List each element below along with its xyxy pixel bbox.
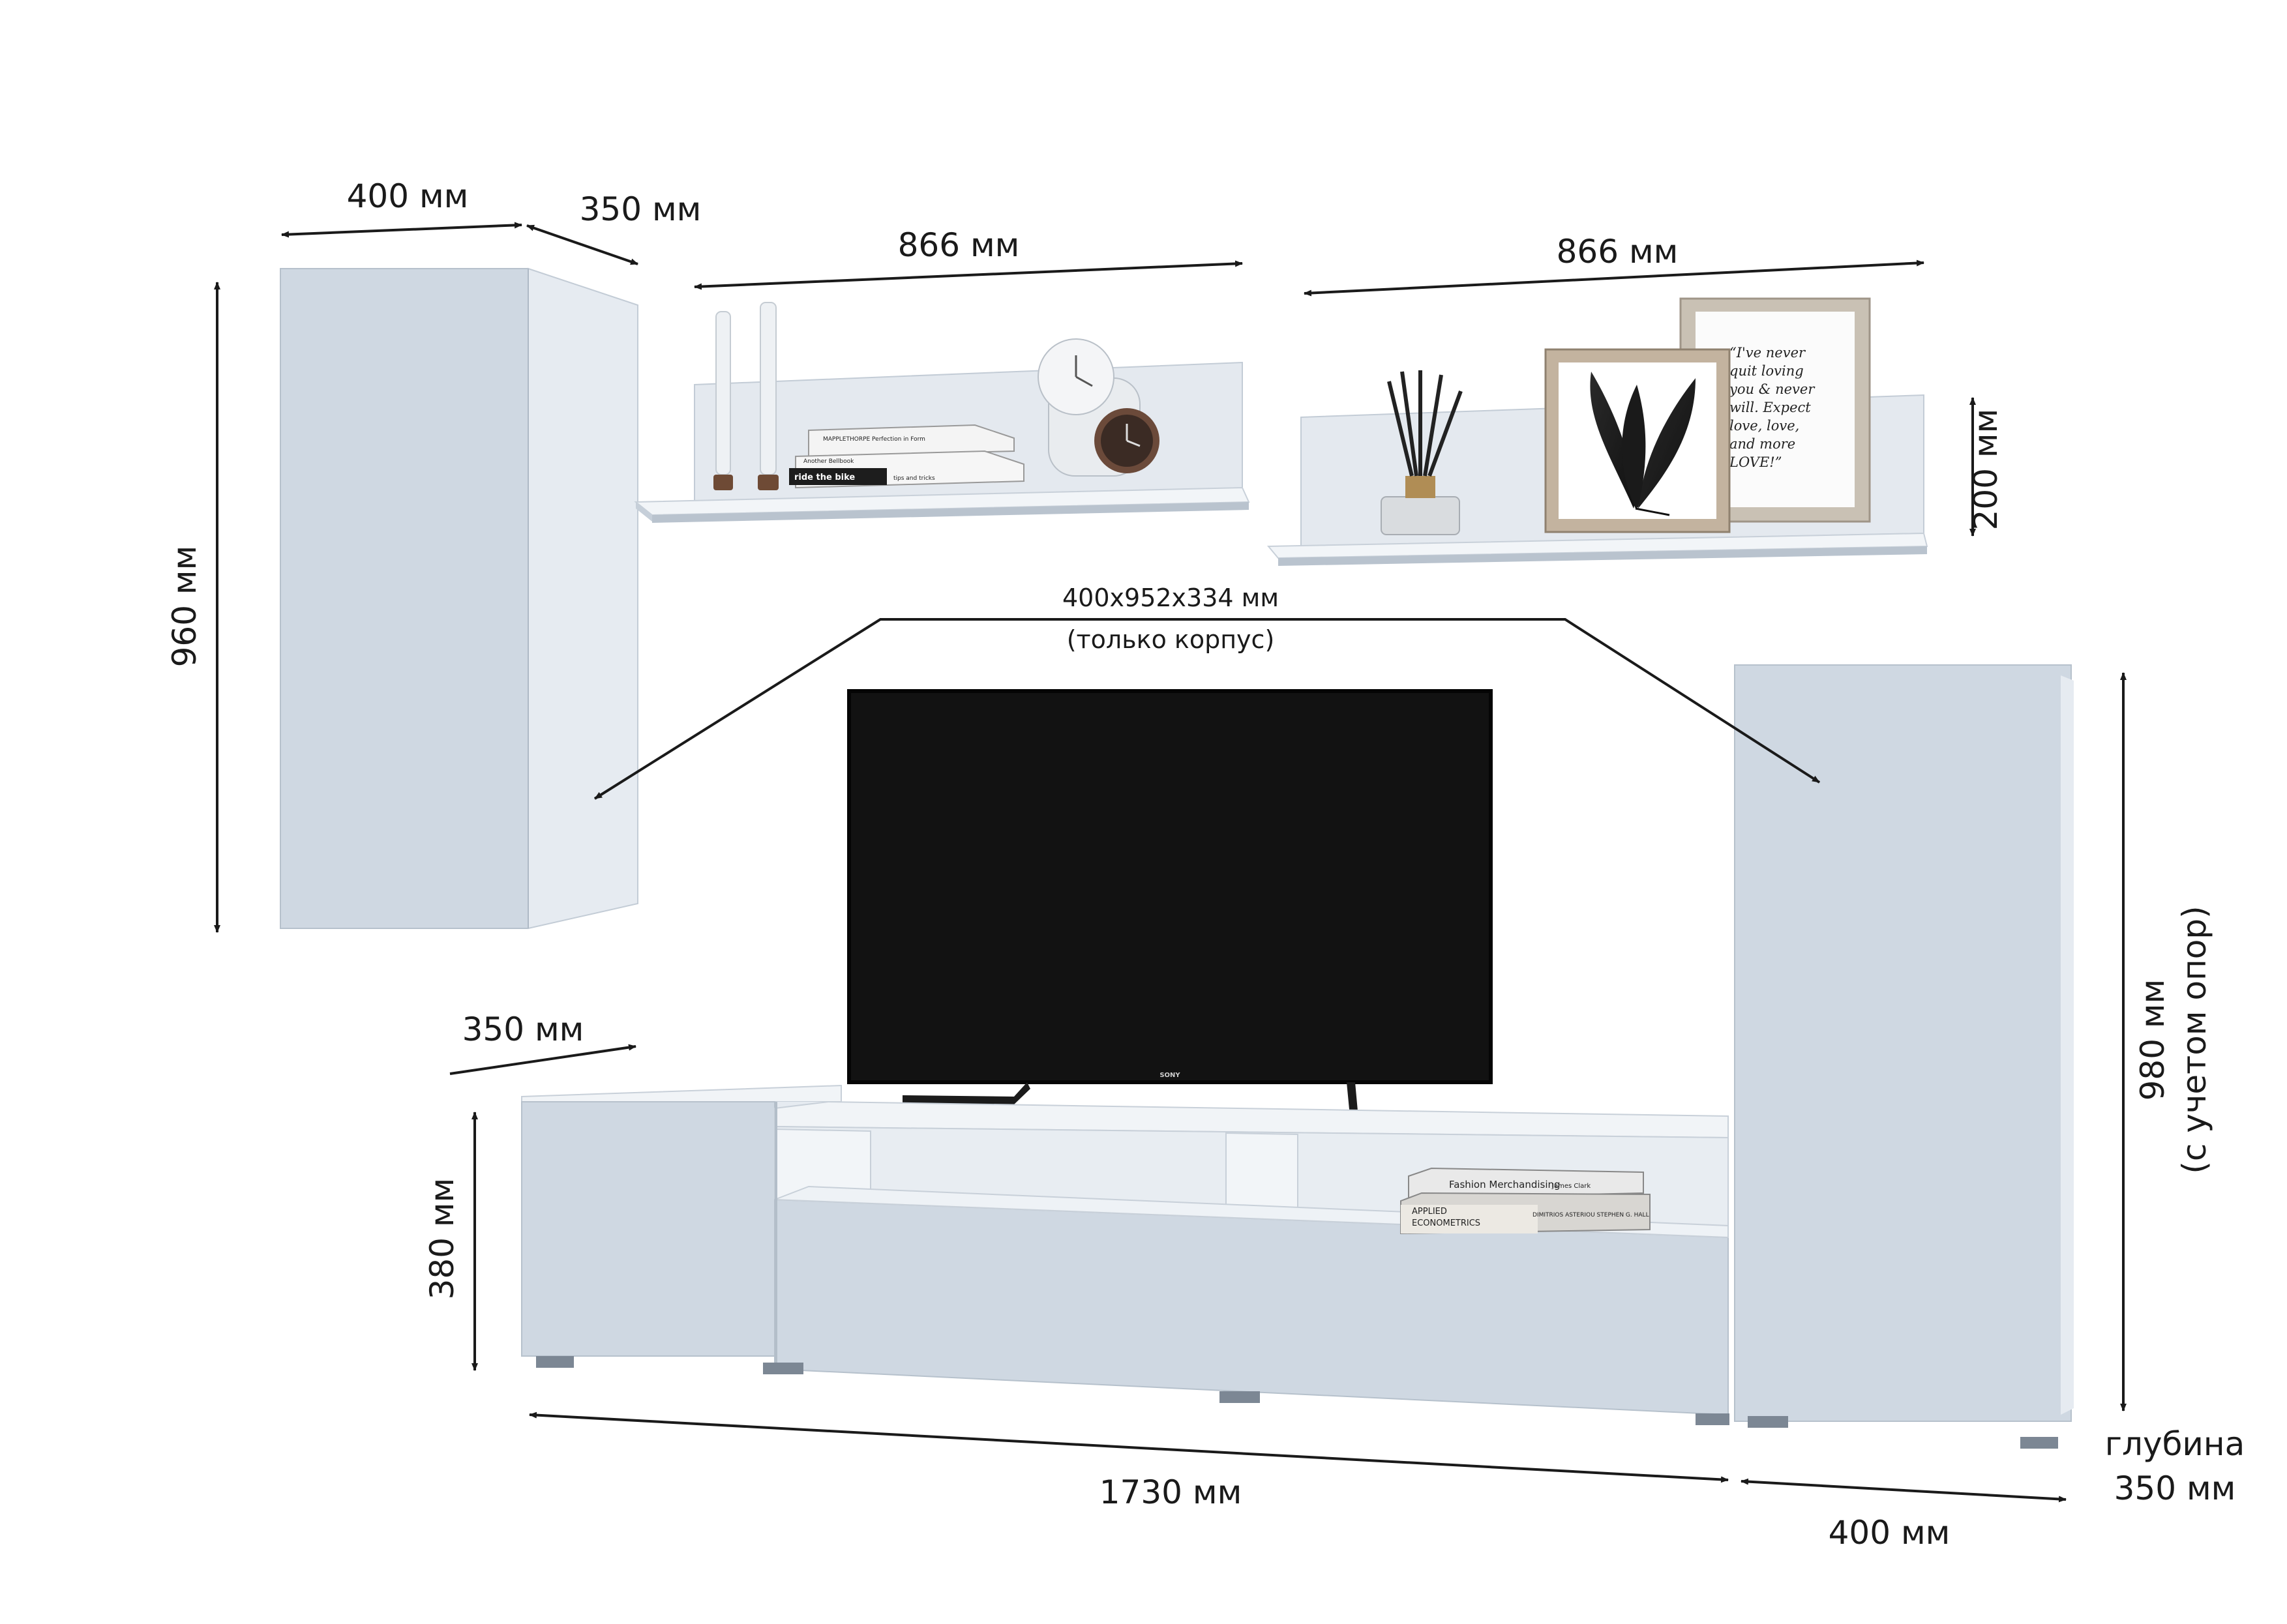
tall-cabinet [1734,664,2074,1449]
book-author-5: DIMITRIOS ASTERIOU STEPHEN G. HALL [1532,1212,1649,1218]
books-decor-stand: Fashion Merchandising James Clark APPLIE… [1400,1167,1651,1235]
dimension-labels: 400 мм 350 мм 866 мм 866 мм 200 мм 960 м… [166,177,2245,1552]
label-upper-cabinet-width: 400 мм [347,177,469,215]
book-subtitle-3: tips and tricks [893,475,935,482]
book-title-1: MAPPLETHORPE Perfection in Form [823,436,925,443]
candles-decor [713,302,779,490]
label-tall-cabinet-height: 980 мм [2134,979,2172,1101]
television: SONY [847,689,1493,1127]
tv-stand: Fashion Merchandising James Clark APPLIE… [521,1084,1729,1425]
book-title-3: ride the bike [794,473,855,482]
tv-brand-label: SONY [1159,1072,1180,1079]
tv-screen [847,689,1493,1084]
book-title-2: Another Bellbook [803,458,854,465]
poster-line-2: quit loving [1729,363,1804,379]
label-tv-stand-depth: 350 мм [462,1011,584,1048]
tall-cabinet-front [1734,664,2072,1422]
clock-decor [1038,338,1159,477]
book-author-4: James Clark [1551,1183,1591,1190]
wall-shelf-left: MAPPLETHORPE Perfection in Form Another … [634,302,1250,523]
label-tall-cabinet-height-note: (с учетом опор) [2175,906,2213,1174]
leaf-art-frame [1544,348,1731,533]
book-title-5b: ECONOMETRICS [1412,1218,1480,1228]
label-upper-cabinet-depth: 350 мм [580,190,702,228]
upper-cabinet-side [528,267,638,930]
poster-line-3: you & never [1729,381,1816,397]
label-shelf-left-width: 866 мм [898,226,1020,264]
label-shelf-right-width: 866 мм [1557,233,1679,271]
label-shelf-height: 200 мм [1967,409,2005,531]
label-tv-stand-width: 1730 мм [1099,1473,1242,1511]
label-upper-cabinet-height: 960 мм [166,546,203,668]
tv-stand-left-block [521,1101,775,1357]
wall-shelf-right: “I've never quit loving you & never will… [1266,297,1928,566]
poster-line-1: “I've never [1729,345,1806,361]
label-tv-stand-height: 380 мм [423,1178,461,1300]
poster-line-7: LOVE!” [1729,454,1782,470]
poster-line-6: and more [1729,436,1795,452]
label-tall-cabinet-width: 400 мм [1829,1514,1951,1552]
label-body-size: 400x952x334 мм [1062,583,1279,612]
book-title-5a: APPLIED [1412,1207,1447,1217]
upper-cabinet-front [280,268,529,929]
diffuser-decor [1381,370,1463,535]
label-depth-value: 350 мм [2114,1469,2236,1507]
poster-line-4: will. Expect [1729,400,1811,415]
poster-line-5: love, love, [1729,418,1799,434]
book-title-4: Fashion Merchandising [1449,1179,1561,1190]
label-body-note: (только корпус) [1067,625,1275,654]
books-decor-left: MAPPLETHORPE Perfection in Form Another … [789,424,1024,489]
upper-wall-cabinet [280,267,638,930]
label-depth-caption: глубина [2105,1425,2245,1463]
dimension-lines [214,222,2127,1503]
